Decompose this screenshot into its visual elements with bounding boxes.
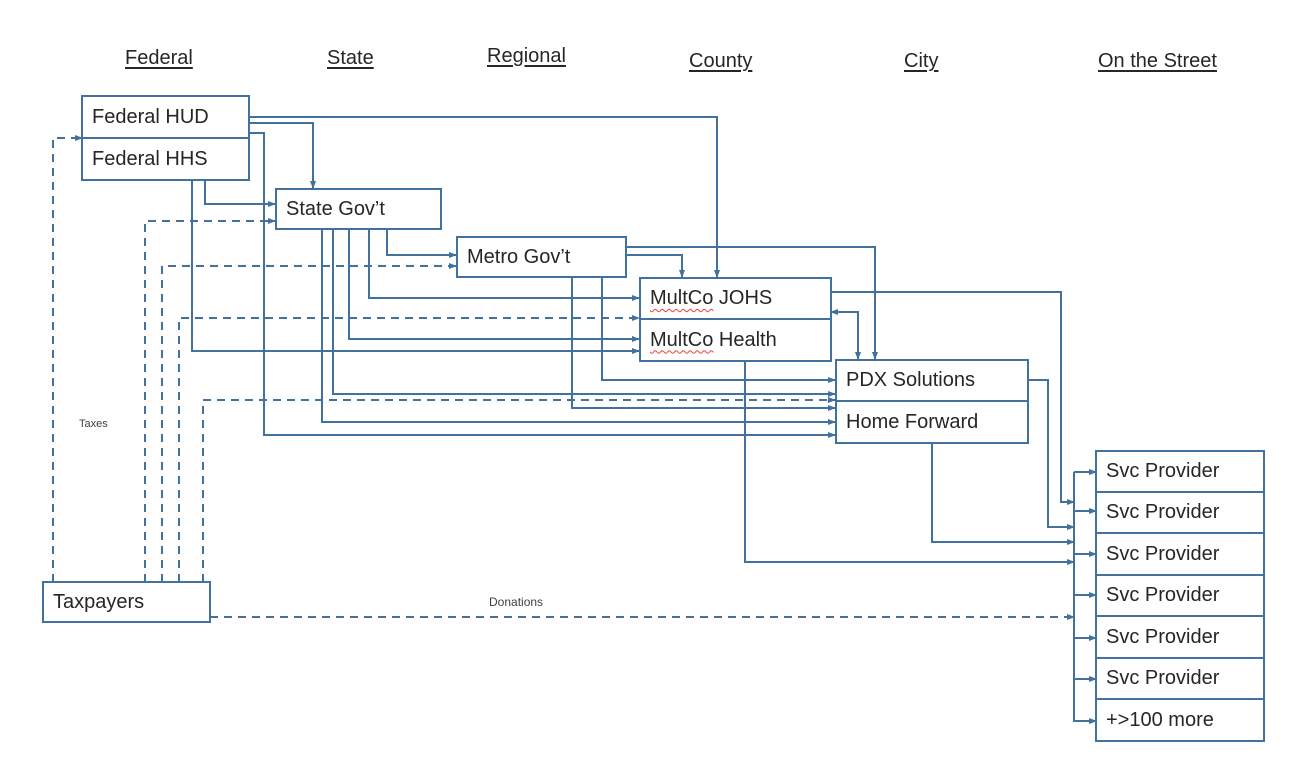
node-service-provider[interactable]: Svc Provider: [1095, 491, 1265, 534]
city-stack: PDX Solutions Home Forward: [835, 359, 1029, 444]
connector-home-forward-to-providers: [931, 443, 1075, 545]
connector-multco-health-to-providers: [744, 361, 1075, 565]
dashed-taxpayers-to-metro: [161, 263, 457, 582]
edge-label-taxes: Taxes: [79, 418, 108, 430]
column-header-on-the-street: On the Street: [1098, 50, 1217, 72]
connector-hud-to-home-forward: [249, 132, 836, 438]
node-service-provider[interactable]: Svc Provider: [1095, 574, 1265, 617]
column-header-county: County: [689, 50, 753, 72]
node-label: Metro Gov’t: [467, 245, 571, 268]
dashed-taxpayers-to-city: [202, 397, 836, 582]
connector-hud-to-johs: [249, 116, 720, 278]
dashed-taxpayers-to-state: [144, 218, 276, 582]
connector-hud-to-state: [249, 122, 316, 189]
node-pdx-solutions[interactable]: PDX Solutions: [835, 359, 1029, 402]
node-label: +>100 more: [1106, 708, 1214, 731]
dashed-taxpayers-to-federal: [52, 135, 83, 582]
service-providers-stack: Svc Provider Svc Provider Svc Provider S…: [1095, 450, 1265, 742]
node-home-forward[interactable]: Home Forward: [835, 400, 1029, 444]
node-label: Federal HUD: [92, 105, 209, 128]
edge-label-donations: Donations: [489, 595, 544, 609]
node-federal-hhs[interactable]: Federal HHS: [81, 137, 250, 181]
column-header-federal: Federal: [125, 47, 193, 69]
node-service-provider[interactable]: Svc Provider: [1095, 657, 1265, 700]
node-label: Health: [713, 328, 777, 351]
connector-hhs-to-multco-health: [191, 180, 640, 354]
county-stack: MultCo JOHS MultCo Health: [639, 277, 832, 362]
node-label: Svc Provider: [1106, 542, 1220, 565]
node-state-govt[interactable]: State Gov’t: [275, 188, 442, 230]
node-label: Svc Provider: [1106, 625, 1220, 648]
node-service-provider[interactable]: Svc Provider: [1095, 615, 1265, 659]
column-header-state: State: [327, 47, 374, 69]
node-label: Home Forward: [846, 410, 979, 433]
connector-metro-to-pdx-bottom: [601, 277, 836, 383]
node-label: State Gov’t: [286, 197, 385, 220]
node-label: Svc Provider: [1106, 501, 1220, 523]
connector-state-to-johs: [368, 229, 640, 301]
connector-hhs-to-state: [204, 180, 276, 207]
spellcheck-flagged-word: MultCo: [650, 328, 714, 351]
node-multco-health[interactable]: MultCo Health: [639, 318, 832, 362]
connector-pdx-to-providers: [1028, 379, 1075, 530]
node-label: Taxpayers: [53, 590, 145, 613]
connector-metro-to-pdx-top: [626, 246, 878, 360]
node-federal-hud[interactable]: Federal HUD: [81, 95, 250, 139]
federal-stack: Federal HUD Federal HHS: [81, 95, 250, 181]
connector-metro-to-home-forward: [571, 277, 836, 411]
node-taxpayers[interactable]: Taxpayers: [42, 581, 211, 623]
node-more-providers[interactable]: +>100 more: [1095, 698, 1265, 742]
connector-metro-to-johs: [626, 254, 685, 278]
spellcheck-flagged-word: MultCo: [650, 287, 714, 309]
connector-johs-pdx-bidirectional: [830, 309, 861, 360]
connector-johs-to-providers: [831, 291, 1075, 505]
dashed-taxpayers-to-multco: [178, 315, 640, 582]
column-header-city: City: [904, 50, 939, 72]
node-label: JOHS: [713, 287, 773, 309]
connector-state-to-metro: [386, 229, 457, 258]
node-label: PDX Solutions: [846, 369, 975, 391]
column-header-regional: Regional: [487, 45, 566, 67]
connector-state-to-home-forward: [321, 229, 836, 425]
node-label: Svc Provider: [1106, 667, 1220, 689]
node-label: Svc Provider: [1106, 584, 1220, 606]
node-label: Svc Provider: [1106, 460, 1220, 482]
node-multco-johs[interactable]: MultCo JOHS: [639, 277, 832, 320]
node-service-provider[interactable]: Svc Provider: [1095, 450, 1265, 493]
connector-state-to-multco-health: [348, 229, 640, 342]
node-service-provider[interactable]: Svc Provider: [1095, 532, 1265, 576]
node-label: Federal HHS: [92, 147, 208, 170]
connector-state-to-pdx: [332, 229, 836, 397]
node-metro-govt[interactable]: Metro Gov’t: [456, 236, 627, 278]
